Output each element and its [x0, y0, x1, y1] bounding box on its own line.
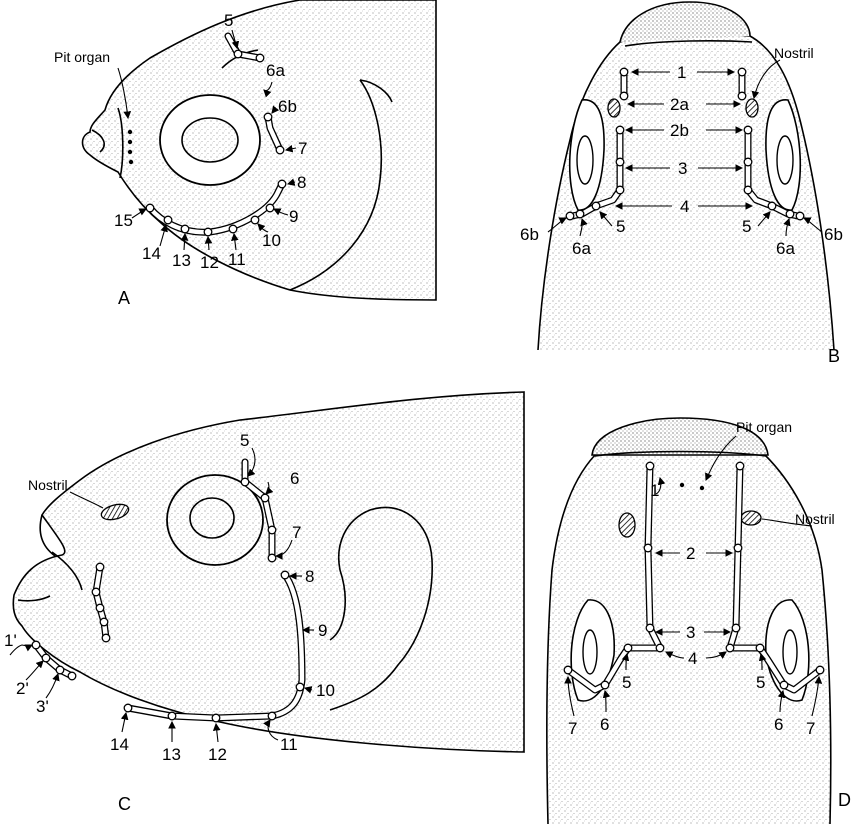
panel-d-pore-label-6-left: 6	[600, 715, 609, 734]
panel-d-nostril-label: Nostril	[795, 511, 835, 527]
panel-d-pore-label-5-right: 5	[756, 673, 765, 692]
panel-c-pore-label-11: 11	[280, 735, 298, 754]
panel-b-pore-label-6a-left: 6a	[572, 239, 591, 258]
panel-c-pore-label-2p: 2'	[16, 679, 29, 698]
panel-d-pore-label-7-left: 7	[568, 719, 577, 738]
panel-a-pore-label-7: 7	[298, 139, 307, 158]
panel-d-pore-label-3: 3	[686, 623, 695, 642]
panel-a-pore-label-12: 12	[200, 253, 219, 272]
panel-b-pore-label-2b: 2b	[670, 121, 689, 140]
panel-d-pore-label-5-left: 5	[622, 673, 631, 692]
panel-b-pore-label-2a: 2a	[670, 95, 689, 114]
panel-a-pore-label-8: 8	[297, 173, 306, 192]
panel-c-eye-inner	[190, 498, 234, 538]
panel-a-pore-label-15: 15	[114, 211, 133, 230]
panel-c-pore-label-13: 13	[162, 745, 181, 764]
panel-d-nostril-right	[741, 511, 761, 525]
panel-a-pit-organ-label: Pit organ	[54, 49, 110, 65]
panel-b-pore-label-5-right: 5	[742, 217, 751, 236]
panel-b-pore-label-5-left: 5	[616, 217, 625, 236]
panel-c-pore-label-6: 6	[290, 469, 299, 488]
panel-c-pore-label-7: 7	[292, 523, 301, 542]
panel-c-pore-label-10: 10	[316, 681, 335, 700]
panel-d-pore-label-2: 2	[686, 544, 695, 563]
panel-d-pore-label-1: 1	[650, 481, 659, 500]
panel-c-pore-label-12: 12	[208, 745, 227, 764]
panel-c-pore-label-14: 14	[110, 735, 129, 754]
panel-b-snout-tip	[620, 2, 750, 42]
panel-d: Pit organ Nostril 1 2 3 4 5 5 6 6 7 7 D	[547, 418, 851, 824]
panel-a-pore-label-14: 14	[142, 244, 161, 263]
panel-a-pore-label-11: 11	[228, 250, 246, 269]
panel-b-pore-label-6b-right: 6b	[824, 225, 843, 244]
panel-b-nostril-label: Nostril	[774, 45, 814, 61]
panel-d-pit-organ-2	[700, 486, 704, 490]
panel-a-pore-label-6b: 6b	[278, 97, 297, 116]
panel-a-pore-label-10: 10	[262, 231, 281, 250]
panel-b-pore-label-1: 1	[677, 63, 686, 82]
panel-d-pore-label-6-right: 6	[774, 715, 783, 734]
panel-a: Pit organ 5 6a 6b 7 8 9 10 11 12 13 14 1…	[54, 0, 436, 308]
panel-c-head-outline	[13, 392, 524, 752]
panel-d-nostril-left	[619, 513, 635, 537]
panel-a-letter: A	[118, 288, 130, 308]
panel-c-nostril-label: Nostril	[28, 477, 68, 493]
panel-d-letter: D	[838, 790, 851, 810]
panel-a-pore-label-5: 5	[224, 11, 233, 30]
panel-b: Nostril 1 2a 2b 3 4 5 5 6a 6a 6b 6b B	[520, 2, 843, 366]
panel-b-pore-label-3: 3	[678, 159, 687, 178]
panel-b-pore-label-4: 4	[680, 197, 689, 216]
panel-c-pore-label-3p: 3'	[36, 697, 49, 716]
panel-a-pore-label-9: 9	[289, 207, 298, 226]
panel-c-pore-label-5: 5	[240, 431, 249, 450]
panel-a-eye-inner	[182, 118, 238, 162]
panel-b-pore-label-6a-right: 6a	[776, 239, 795, 258]
panel-d-pore-label-7-right: 7	[806, 719, 815, 738]
panel-d-pit-organ-1	[680, 483, 684, 487]
panel-c-pore-label-1p: 1'	[4, 631, 17, 650]
panel-b-nostril-left	[608, 99, 620, 117]
panel-c: Nostril 5 6 7 8 9 10 11 12 13 14 1' 2' 3…	[4, 392, 524, 814]
panel-c-pore-label-9: 9	[318, 621, 327, 640]
panel-c-pore-label-8: 8	[305, 567, 314, 586]
panel-c-letter: C	[118, 794, 131, 814]
panel-d-pore-label-4: 4	[688, 649, 697, 668]
panel-d-pit-organ-label: Pit organ	[736, 419, 792, 435]
panel-b-nostril-right	[746, 99, 758, 117]
panel-a-pore-label-13: 13	[172, 251, 191, 270]
panel-b-letter: B	[828, 346, 840, 366]
panel-b-pore-label-6b-left: 6b	[520, 225, 539, 244]
panel-a-pore-label-6a: 6a	[266, 61, 285, 80]
